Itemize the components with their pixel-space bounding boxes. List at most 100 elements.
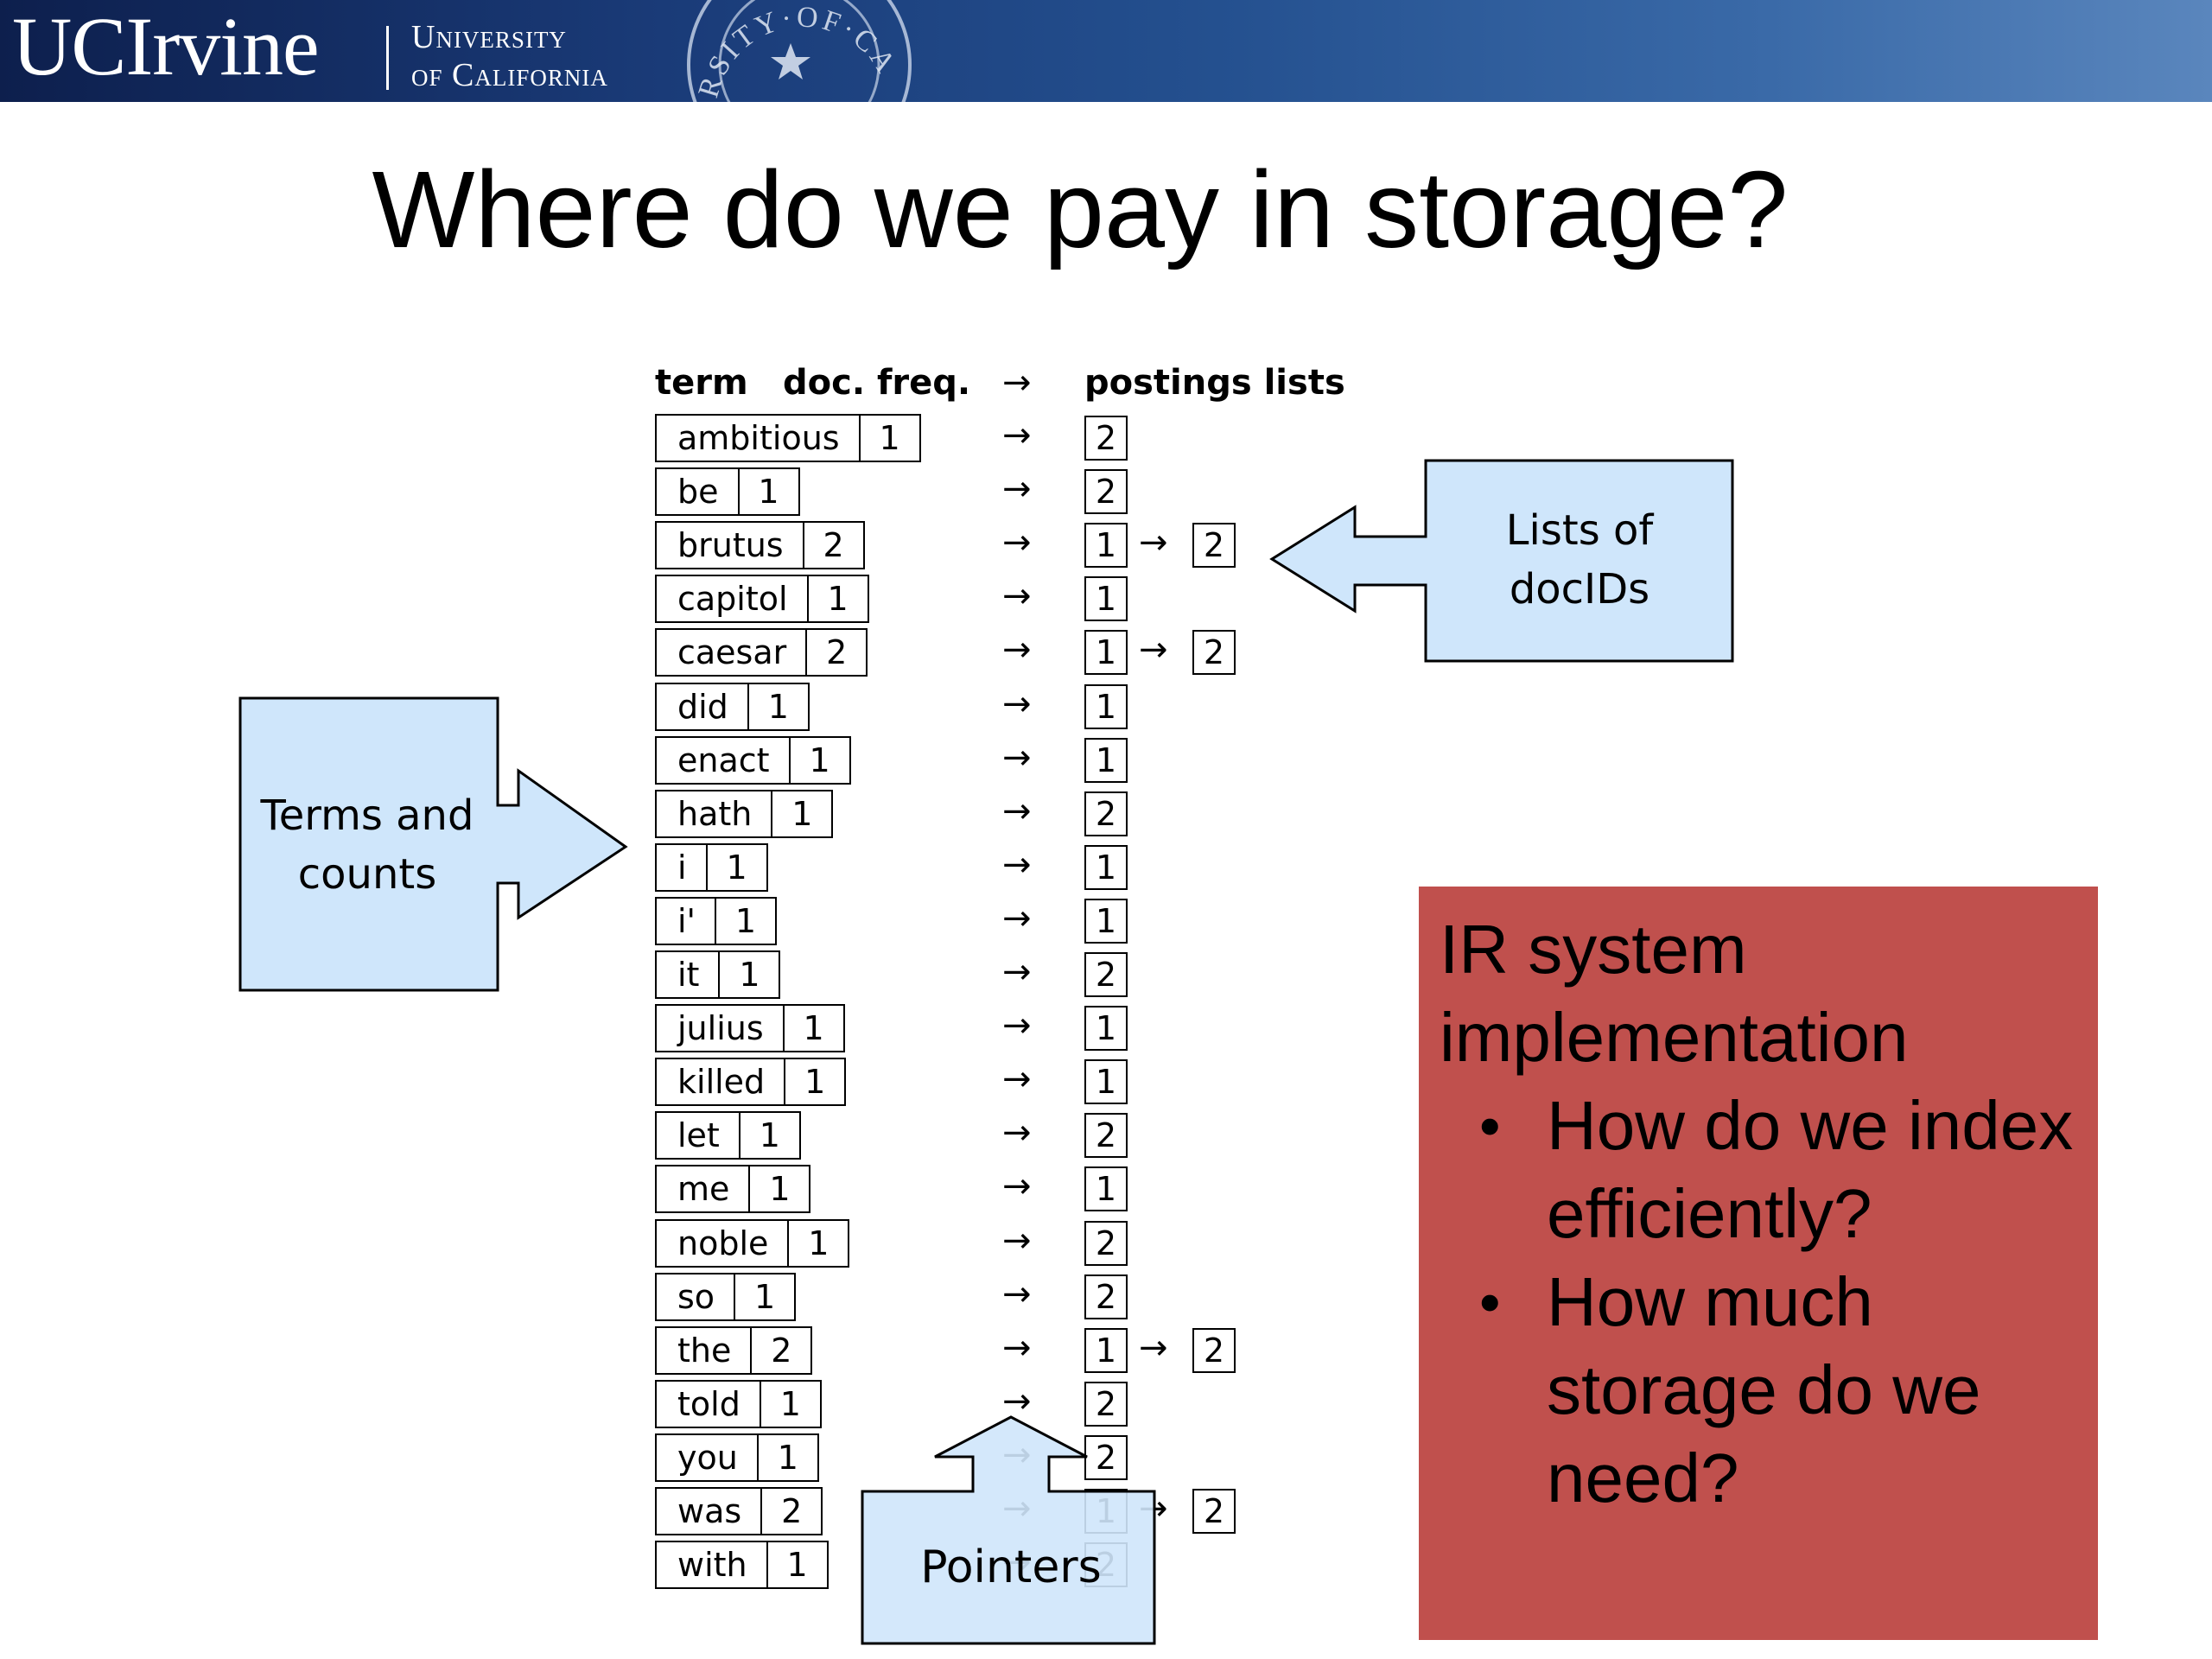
doc-freq-cell: 1 [806, 576, 868, 621]
terms-callout-line1: Terms and [260, 791, 474, 840]
term-box: i'1 [655, 897, 778, 945]
posting-docid-cell: 1 [1084, 576, 1128, 621]
term-cell: i [677, 849, 687, 887]
posting-docid-cell: 2 [1192, 1328, 1236, 1373]
pointer-arrow: → [1002, 791, 1032, 831]
posting-docid-cell: 2 [1192, 1489, 1236, 1534]
bullet-dot-icon: • [1479, 1268, 1501, 1336]
pointer-arrow: → [1002, 1221, 1032, 1261]
doc-freq-cell: 2 [805, 630, 866, 675]
lists-of-docids-callout-arrow [1269, 459, 1734, 663]
pointer-arrow: → [1002, 1382, 1032, 1421]
doc-freq-cell: 1 [748, 1166, 809, 1211]
term-cell: so [677, 1278, 715, 1316]
university-seal-icon: RSITY·OF·CA [687, 0, 912, 102]
term-box: ambitious 1 [655, 414, 921, 462]
pointers-callout-line1: Pointers [920, 1541, 1102, 1593]
doc-freq-cell: 1 [766, 1542, 827, 1587]
term-cell: killed [677, 1063, 766, 1101]
term-cell: be [677, 473, 719, 511]
pointer-arrow: → [1002, 1274, 1032, 1314]
header-postings-lists: postings lists [1084, 363, 1345, 403]
term-box: caesar 2 [655, 628, 868, 677]
logo-divider [386, 26, 389, 90]
term-cell: me [677, 1170, 730, 1208]
posting-link-arrow: → [1139, 523, 1168, 563]
pointer-arrow: → [1002, 469, 1032, 509]
posting-docid-cell: 1 [1084, 1328, 1128, 1373]
ir-bullet-storage-text: How much storage do we need? [1547, 1263, 1981, 1516]
pointer-arrow: → [1002, 523, 1032, 563]
doc-freq-cell: 1 [734, 1274, 794, 1319]
doc-freq-cell: 1 [858, 416, 919, 461]
ir-bullet-index-text: How do we index efficiently? [1547, 1087, 2074, 1252]
pointers-callout-arrow [861, 1415, 1156, 1645]
posting-link-arrow: → [1139, 630, 1168, 670]
posting-docid-cell: 2 [1084, 1113, 1128, 1158]
pointer-arrow: → [1002, 845, 1032, 885]
ir-system-implementation-box: IR system implementation • How do we ind… [1419, 887, 2098, 1640]
lists-callout-line1: Lists of [1505, 506, 1654, 555]
posting-docid-cell: 2 [1084, 469, 1128, 514]
doc-freq-cell: 1 [787, 1221, 848, 1266]
pointer-arrow: → [1002, 684, 1032, 724]
posting-docid-cell: 2 [1084, 1382, 1128, 1427]
posting-docid-cell: 2 [1084, 1274, 1128, 1319]
term-box: me 1 [655, 1165, 811, 1213]
term-cell: you [677, 1439, 738, 1477]
doc-freq-cell: 2 [750, 1328, 810, 1373]
terms-callout-line2: counts [297, 850, 437, 899]
header-arrow: → [1002, 363, 1032, 403]
term-cell: ambitious [677, 419, 840, 457]
term-cell: it [677, 956, 700, 994]
posting-docid-cell: 1 [1084, 738, 1128, 783]
ir-bullet-storage: • How much storage do we need? [1440, 1258, 2077, 1522]
pointers-callout: Pointers [899, 1538, 1123, 1597]
pointer-arrow: → [1002, 1328, 1032, 1368]
index-row: i'1→1 [0, 897, 2212, 950]
posting-link-arrow: → [1139, 1328, 1168, 1368]
posting-docid-cell: 2 [1084, 1221, 1128, 1266]
header-doc-freq: doc. freq. [783, 363, 971, 403]
term-cell: brutus [677, 526, 784, 564]
posting-docid-cell: 2 [1192, 523, 1236, 568]
posting-docid-cell: 2 [1084, 416, 1128, 461]
pointer-arrow: → [1002, 576, 1032, 616]
uci-logo-text: UCIrvine [12, 0, 320, 92]
doc-freq-cell: 1 [782, 1006, 843, 1051]
posting-docid-cell: 1 [1084, 684, 1128, 729]
posting-docid-cell: 1 [1084, 523, 1128, 568]
pointer-arrow: → [1002, 952, 1032, 992]
posting-docid-cell: 1 [1084, 845, 1128, 890]
doc-freq-cell: 1 [771, 791, 831, 836]
terms-and-counts-callout: Terms and counts [251, 786, 484, 904]
term-cell: the [677, 1332, 732, 1370]
pointer-arrow: → [1002, 1059, 1032, 1099]
posting-docid-cell: 2 [1084, 1435, 1128, 1480]
term-box: the 2 [655, 1326, 813, 1375]
term-cell: caesar [677, 633, 787, 671]
doc-freq-cell: 1 [788, 738, 849, 783]
